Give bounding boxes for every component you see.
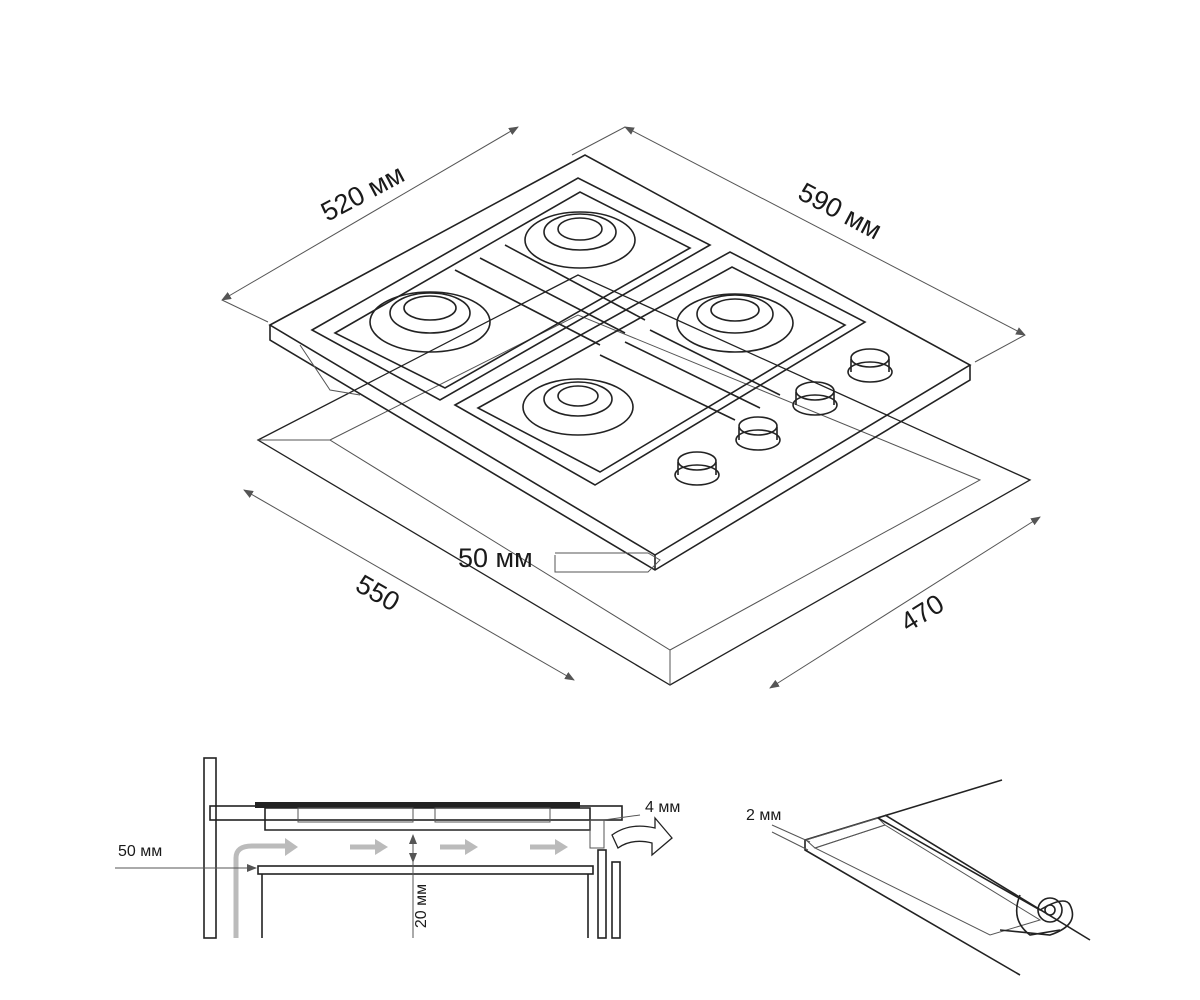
control-knob-1 — [674, 451, 720, 486]
control-knob-2 — [735, 416, 781, 451]
cutout-width-dimension — [243, 489, 575, 681]
width-dimension-line — [571, 126, 1026, 363]
burner-front-right — [522, 378, 634, 436]
control-knob-3 — [792, 381, 838, 416]
burner-rear-right — [676, 293, 794, 353]
gap-dimension-label: 50 мм — [458, 543, 533, 573]
burner-rear-left — [524, 211, 636, 269]
seal-thickness-label: 2 мм — [746, 807, 782, 824]
pan-support-right — [453, 251, 867, 486]
burner-front-left — [369, 291, 491, 353]
gap-leader-line — [554, 552, 661, 573]
pan-support-left — [310, 177, 712, 401]
seal-detail — [771, 779, 1091, 976]
depth-dimension-line — [221, 126, 519, 323]
cutout-depth-dimension — [769, 516, 1041, 689]
control-knob-4 — [847, 348, 893, 383]
air-gap-label: 20 мм — [413, 883, 431, 929]
side-gap-label: 50 мм — [118, 843, 163, 860]
rear-gap-label: 4 мм — [645, 799, 681, 816]
side-section — [115, 757, 673, 939]
